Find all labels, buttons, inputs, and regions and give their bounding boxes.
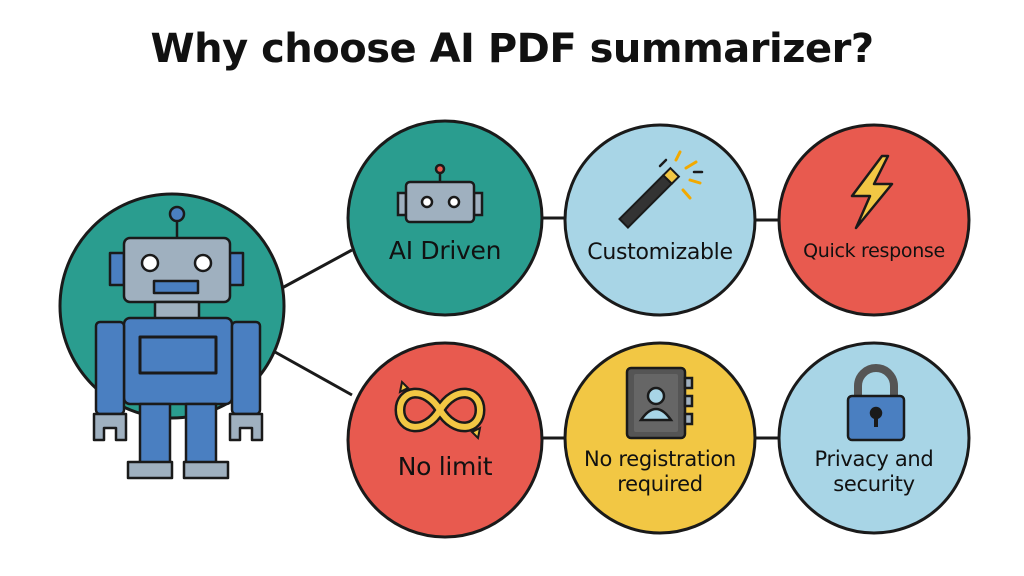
feature-ai-driven [346,119,544,317]
magic-wand-icon [618,150,704,229]
robot-icon [92,205,264,480]
robot-node [58,192,286,480]
feature-label-privacy: Privacy and security [814,447,934,497]
padlock-icon [846,364,906,442]
lightning-bolt-icon [850,154,894,230]
feature-circle [346,341,544,539]
page-title: Why choose AI PDF summarizer? [150,26,874,72]
feature-label-ai-driven: AI Driven [388,236,502,265]
feature-label-customizable: Customizable [587,240,733,265]
connector-robot-no-limit [274,350,353,397]
address-book-icon [625,366,694,440]
connector-lines [274,216,782,440]
robot-head-icon [396,163,484,224]
feature-quick-response [777,123,971,317]
connector-robot-ai-driven [281,248,353,290]
feature-customizable [563,123,757,317]
feature-privacy [777,341,971,535]
feature-no-registration [563,341,757,535]
feature-no-limit [346,341,544,539]
feature-label-no-limit: No limit [397,452,493,481]
feature-label-quick-response: Quick response [803,240,945,262]
feature-label-no-registration: No registration required [584,447,736,497]
infinity-arrows-icon [394,379,486,441]
feature-circle [777,123,971,317]
feature-circle [563,123,757,317]
